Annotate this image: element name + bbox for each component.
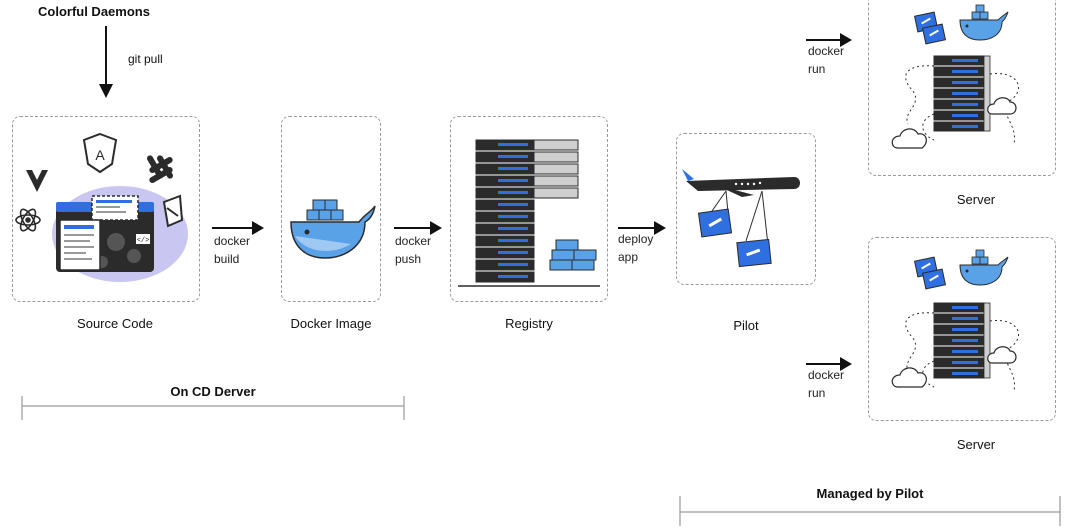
source-code-box (12, 116, 200, 302)
deploy-label-line2: app (618, 250, 639, 264)
run-bottom-line1: docker (808, 368, 845, 382)
build-label-line2: build (214, 252, 240, 266)
cd-server-group-label: On CD Derver (170, 384, 256, 399)
registry-box (450, 116, 608, 302)
framework-icon (162, 194, 184, 228)
registry-caption: Registry (505, 316, 553, 331)
run-top-label: docker run (808, 42, 844, 78)
deploy-arrow (618, 221, 666, 235)
docker-image-box (281, 116, 381, 302)
pilot-plane-illustration (682, 169, 800, 268)
run-top-line1: docker (808, 44, 845, 58)
docker-image-caption: Docker Image (290, 316, 372, 331)
svg-text:A: A (95, 147, 105, 163)
server-bottom-caption: Server (956, 437, 996, 452)
angular-icon: A (82, 132, 118, 174)
push-arrow (394, 221, 442, 235)
source-code-illustration: A </> (15, 132, 188, 282)
docker-whale-illustration (290, 199, 376, 259)
react-icon (15, 208, 41, 232)
server-bottom-box (868, 237, 1056, 421)
deploy-label-line1: deploy (618, 232, 654, 246)
server-top-illustration (891, 4, 1019, 149)
pilot-box (676, 133, 816, 285)
server-top-caption: Server (956, 192, 996, 207)
run-top-arrow (806, 33, 852, 47)
pilot-caption: Pilot (733, 318, 759, 333)
git-pull-label: git pull (128, 52, 163, 66)
build-label: docker build (214, 232, 250, 268)
source-code-caption: Source Code (77, 316, 153, 331)
svg-text:</>: </> (137, 237, 150, 245)
run-top-line2: run (808, 62, 826, 76)
vue-icon (26, 170, 48, 192)
server-top-box (868, 0, 1056, 176)
cd-server-bracket (21, 396, 405, 420)
push-label-line1: docker (395, 234, 432, 248)
run-bottom-line2: run (808, 386, 826, 400)
hash-icon (147, 155, 173, 183)
managed-bracket (679, 496, 1061, 526)
push-label: docker push (395, 232, 431, 268)
managed-group-label: Managed by Pilot (816, 486, 924, 501)
push-label-line2: push (395, 252, 422, 266)
deploy-label: deploy app (618, 230, 653, 266)
git-pull-arrow (99, 26, 113, 98)
source-title: Colorful Daemons (38, 4, 150, 19)
run-bottom-arrow (806, 357, 852, 371)
run-bottom-label: docker run (808, 366, 844, 402)
build-arrow (212, 221, 264, 235)
build-label-line1: docker (214, 234, 251, 248)
server-bottom-illustration (891, 249, 1019, 392)
registry-illustration (458, 139, 600, 287)
